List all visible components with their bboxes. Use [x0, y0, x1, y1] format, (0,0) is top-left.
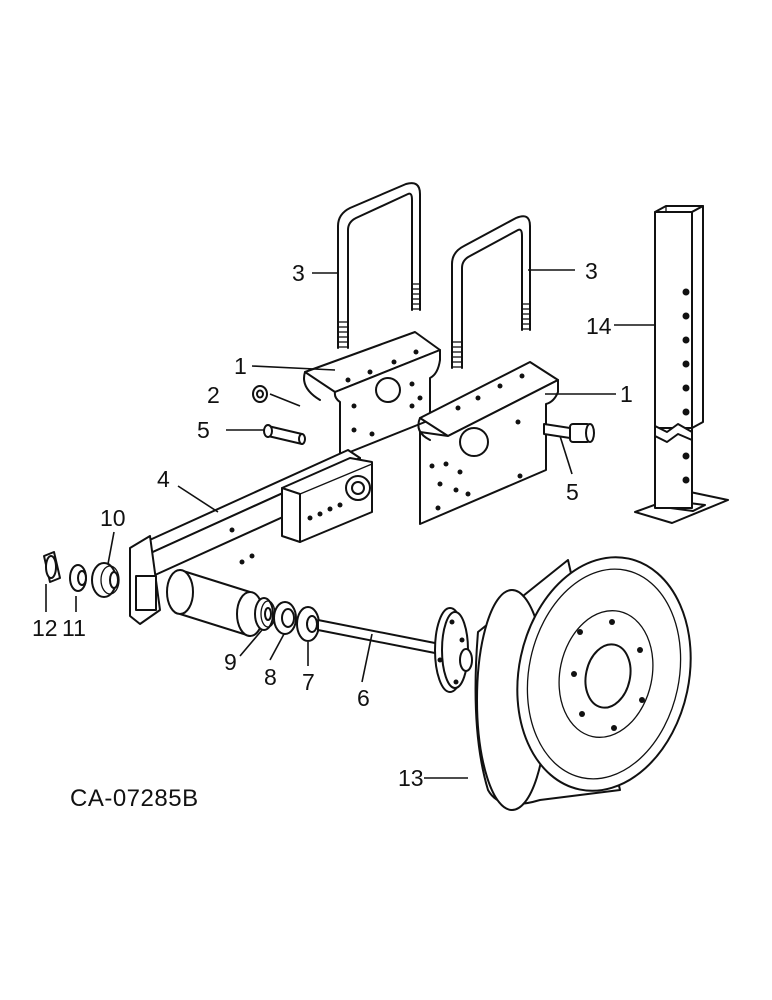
callout-6-spindle: 6 [357, 685, 370, 711]
spindle-housing [166, 569, 264, 637]
leader-lines [45, 269, 655, 779]
callout-5-right-bolt: 5 [566, 479, 579, 505]
part-5-bolt-left [263, 424, 306, 445]
callout-13-wheel: 13 [398, 765, 424, 791]
part-12-nut [43, 551, 61, 583]
part-3-u-bolt-left [337, 182, 421, 349]
callout-1-rear-bracket: 1 [234, 353, 247, 379]
callout-5-left-bolt: 5 [197, 417, 210, 443]
callout-3-left-u-bolt: 3 [292, 260, 305, 286]
part-14-stand-post [634, 205, 729, 524]
part-9-bearing-cone [254, 597, 276, 631]
callout-7-seal: 7 [302, 669, 315, 695]
part-10-bearing-cone [91, 562, 120, 598]
callout-9-bearing-cone: 9 [224, 649, 237, 675]
part-1-mounting-bracket-rear [303, 331, 441, 457]
drawing-code: CA-07285B [70, 785, 199, 812]
callout-10-bearing-cone: 10 [100, 505, 126, 531]
callout-2-nut: 2 [207, 382, 220, 408]
part-3-u-bolt-right [451, 215, 531, 369]
callout-3-right-u-bolt: 3 [585, 258, 598, 284]
callout-11-washer: 11 [62, 615, 86, 641]
part-6-spindle-shaft [317, 607, 473, 693]
part-1-mounting-bracket-front [417, 361, 559, 525]
part-7-seal [296, 606, 320, 642]
callout-14-stand: 14 [586, 313, 612, 339]
callout-8-bearing-cup: 8 [264, 664, 277, 690]
callout-labels: 1 1 2 3 3 4 5 5 6 7 8 9 10 11 12 13 14 [32, 258, 633, 791]
callout-12-nut: 12 [32, 615, 58, 641]
callout-4-axle-arm: 4 [157, 466, 170, 492]
part-4-axle-arm [129, 449, 373, 625]
part-5-bolt-right [543, 423, 595, 443]
part-11-washer [69, 564, 87, 592]
part-2-nut [252, 385, 268, 403]
part-13-wheel [474, 556, 692, 811]
part-8-bearing-cup [273, 601, 297, 635]
callout-1-front-bracket: 1 [620, 381, 633, 407]
